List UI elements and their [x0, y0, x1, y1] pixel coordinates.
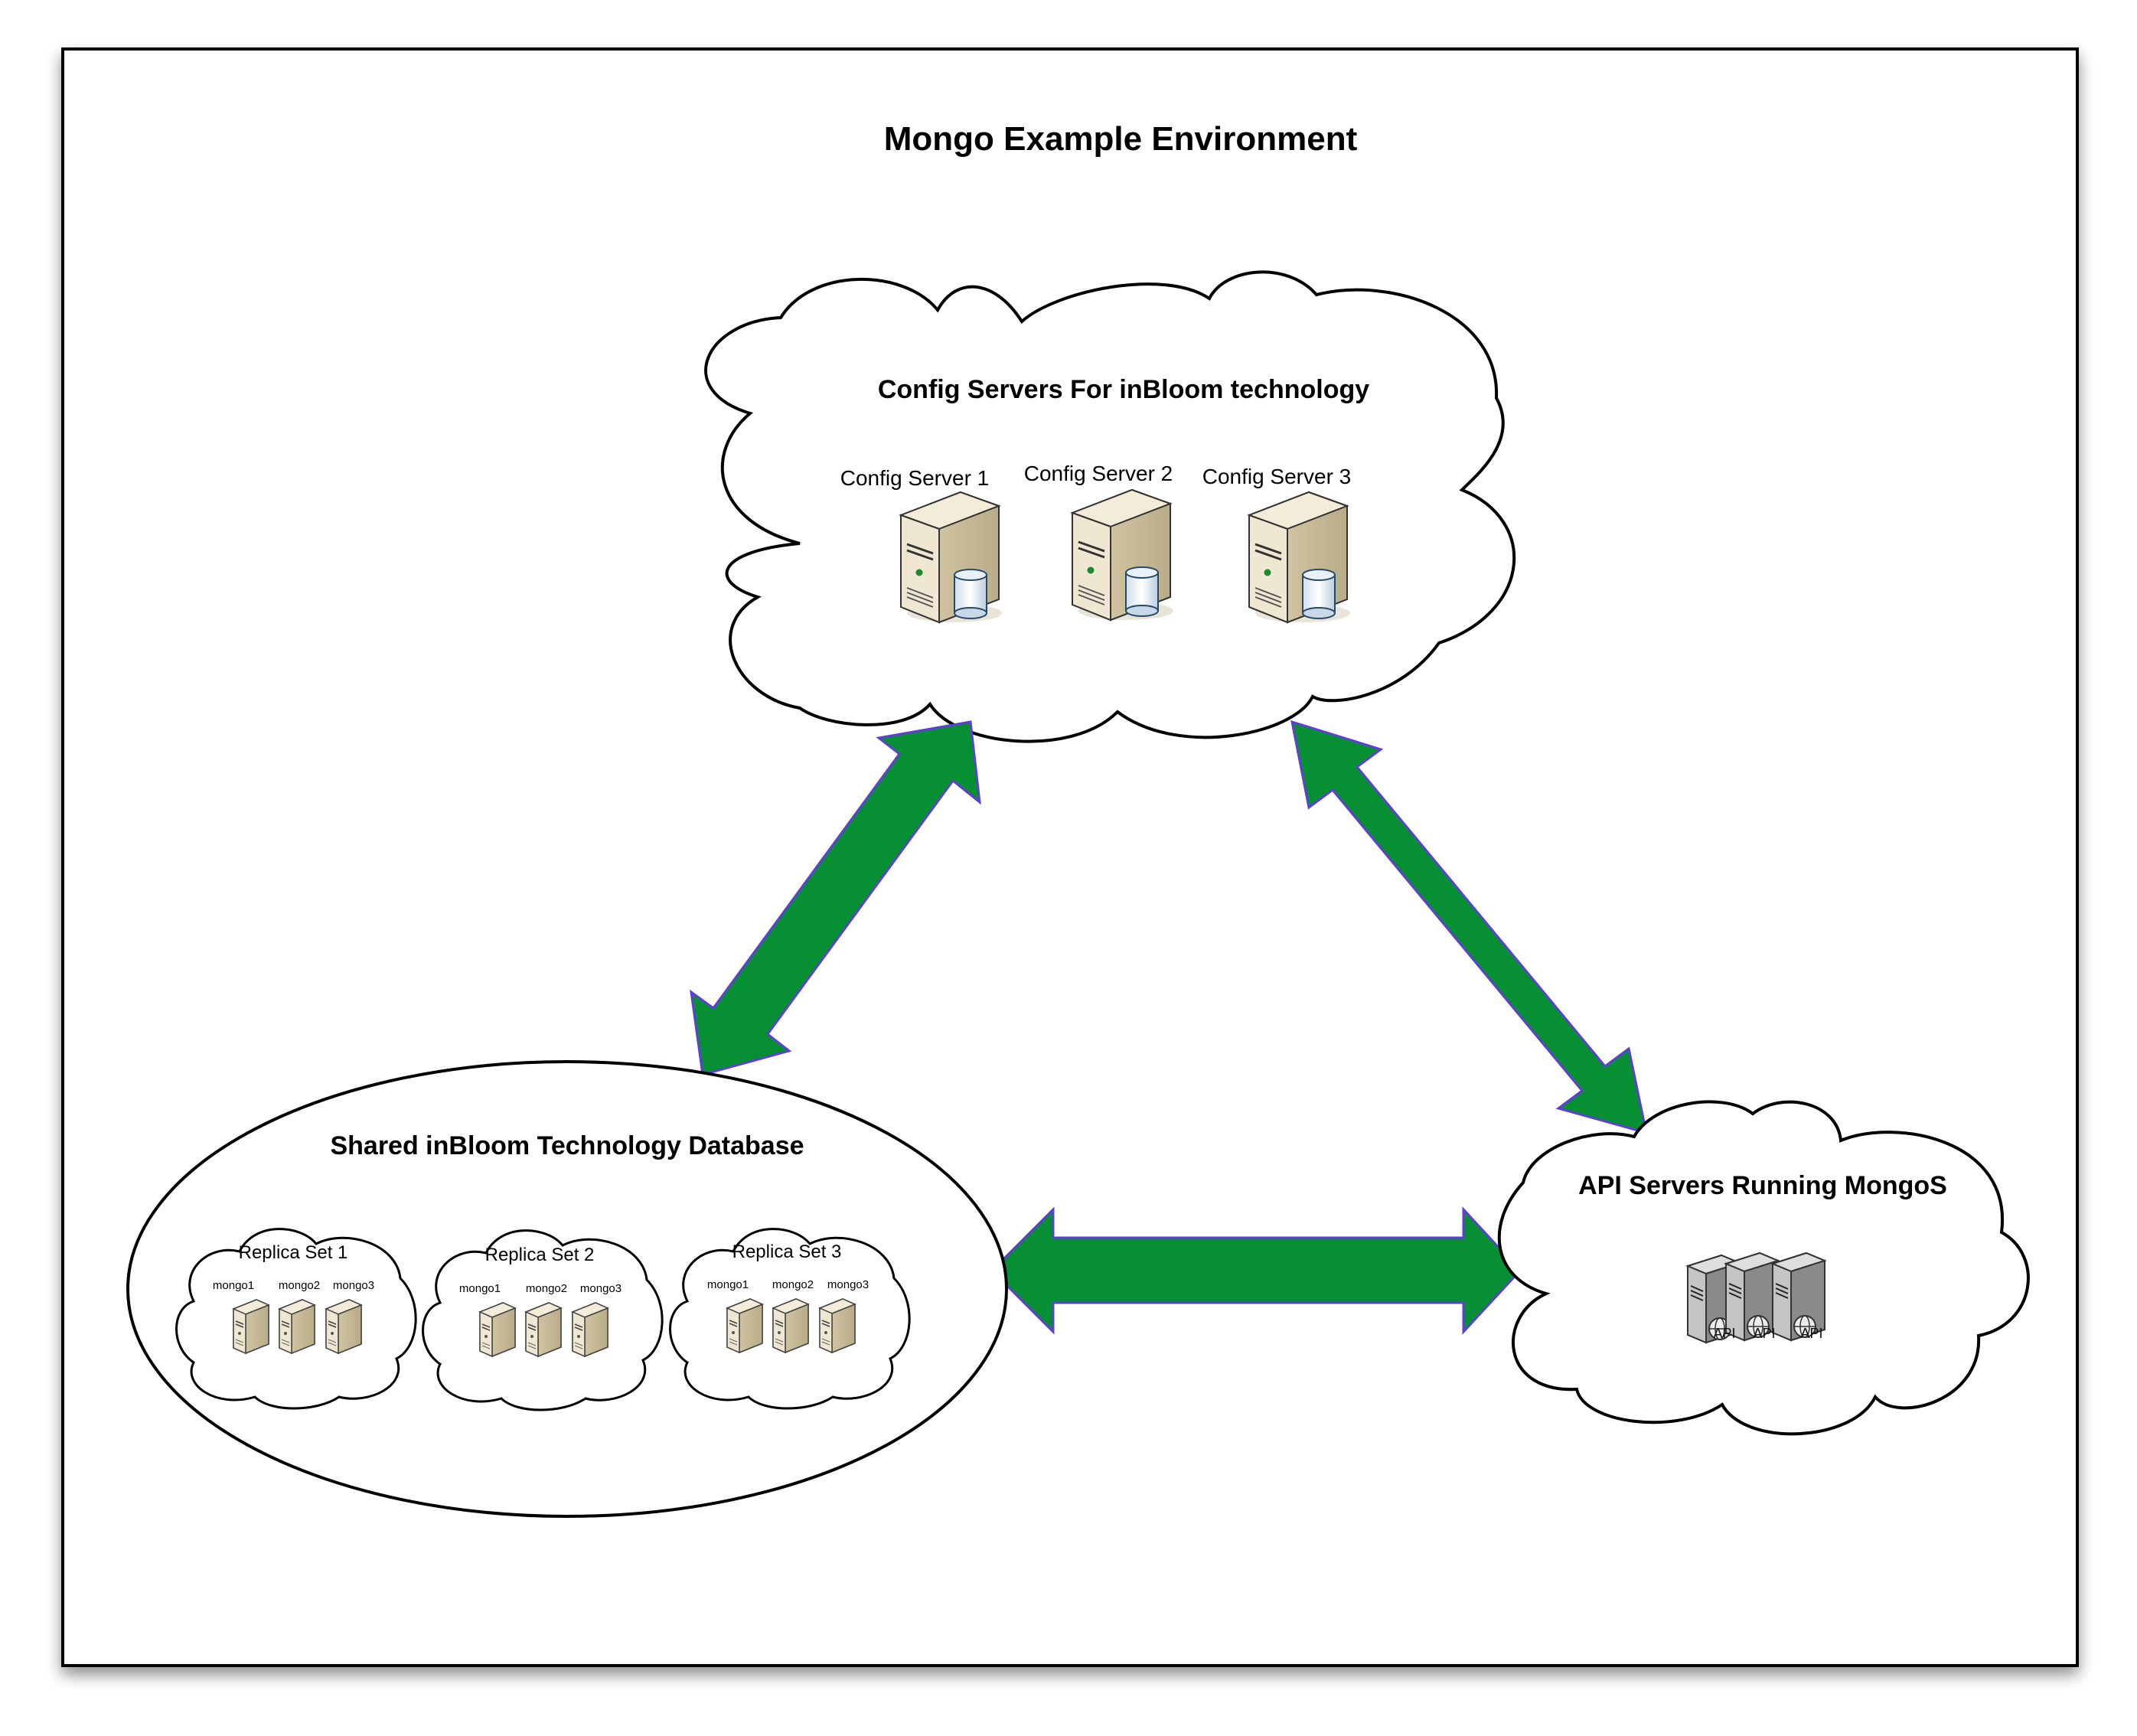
- replica-set-1: Replica Set 1 mongo1 mongo2 mongo3: [175, 1228, 417, 1410]
- server-icon: [325, 1299, 362, 1354]
- node-label: mongo1: [707, 1278, 749, 1291]
- config-server-2: Config Server 2: [1024, 462, 1175, 622]
- replica-set-title: Replica Set 1: [239, 1242, 348, 1263]
- server-icon: [479, 1302, 516, 1357]
- config-server-1: Config Server 1: [840, 466, 1003, 624]
- config-server-3: Config Server 3: [1202, 465, 1352, 624]
- diagram-title: Mongo Example Environment: [884, 120, 1358, 158]
- api-server-label: API: [1753, 1326, 1775, 1341]
- node-label: mongo1: [213, 1279, 254, 1292]
- server-icon: [233, 1299, 269, 1354]
- node-label: mongo3: [827, 1278, 869, 1291]
- server-icon: [525, 1302, 562, 1357]
- node-label: mongo3: [580, 1282, 622, 1295]
- database-server-icon: [899, 491, 1003, 624]
- config-cloud-title: Config Servers For inBloom technology: [878, 375, 1369, 404]
- database-cloud: Shared inBloom Technology Database Repli…: [126, 1060, 1008, 1518]
- config-server-label: Config Server 3: [1202, 465, 1352, 488]
- api-server-label: API: [1713, 1326, 1735, 1341]
- node-label: mongo2: [279, 1279, 320, 1292]
- replica-set-2: Replica Set 2 mongo1 mongo2 mongo3: [422, 1229, 664, 1411]
- database-server-icon: [1071, 488, 1175, 622]
- node-label: mongo2: [772, 1278, 814, 1291]
- node-label: mongo1: [459, 1282, 501, 1295]
- replica-set-3: Replica Set 3 mongo1 mongo2 mongo3: [669, 1228, 911, 1410]
- api-cloud-title: API Servers Running MongoS: [1578, 1171, 1947, 1200]
- server-icon: [726, 1298, 763, 1353]
- config-servers-cloud: Config Servers For inBloom technology Co…: [704, 270, 1516, 743]
- database-cloud-title: Shared inBloom Technology Database: [330, 1131, 804, 1160]
- replica-set-title: Replica Set 2: [485, 1245, 595, 1265]
- server-icon: [819, 1298, 856, 1353]
- server-icon: [279, 1299, 315, 1354]
- node-label: mongo2: [526, 1282, 567, 1295]
- server-icon: [572, 1302, 608, 1357]
- connection-arrows: [690, 720, 1648, 1335]
- api-server-label: API: [1800, 1326, 1822, 1341]
- database-server-icon: [1248, 491, 1352, 624]
- api-servers-cloud: API Servers Running MongoS API API API: [1497, 1100, 2030, 1436]
- node-label: mongo3: [333, 1279, 374, 1292]
- replica-set-title: Replica Set 3: [732, 1242, 842, 1262]
- config-server-label: Config Server 1: [840, 466, 990, 490]
- config-server-label: Config Server 2: [1024, 462, 1173, 485]
- api-server-stack: API API API: [1687, 1252, 1825, 1343]
- server-icon: [772, 1298, 809, 1353]
